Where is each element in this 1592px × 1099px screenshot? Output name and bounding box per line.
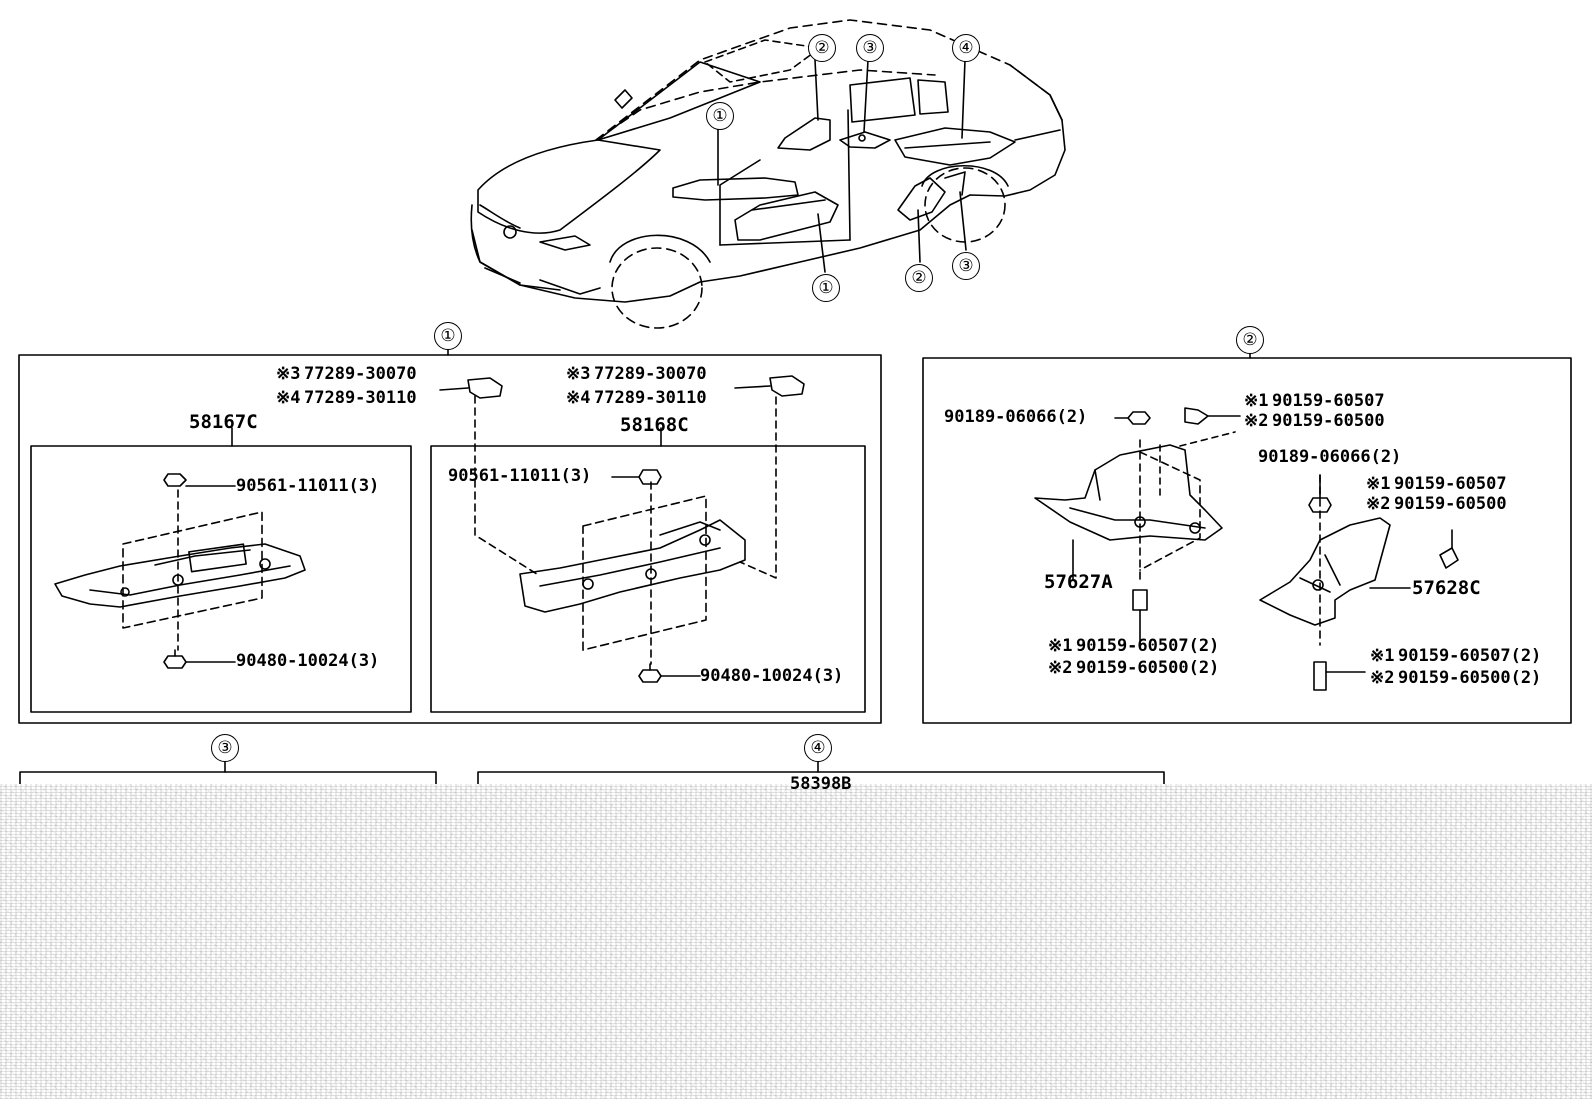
g2-bolt-b2-label: 90159-60500 — [1394, 494, 1507, 514]
g1-right-bolt-label: 90480-10024(3) — [700, 666, 844, 686]
callout-1-bottom: ① — [812, 274, 840, 302]
g2-mark1-b: ※1 — [1366, 474, 1391, 494]
group2-callout: ② — [1236, 326, 1264, 354]
group3-callout: ③ — [211, 734, 239, 762]
g1-left-bolt-label: 90480-10024(3) — [236, 651, 380, 671]
g2-left-cover-label: 57627A — [1044, 571, 1113, 593]
g1-left-clip-b: 77289-30110 — [304, 388, 417, 408]
group1-frame — [18, 344, 882, 724]
g1-right-panel-label: 58168C — [620, 414, 689, 436]
g1-right-clip-b: 77289-30110 — [594, 388, 707, 408]
g2-mark2-c: ※2 — [1048, 658, 1073, 678]
g1-right-mark-b: ※4 — [566, 388, 591, 408]
callout-2-bottom: ② — [905, 264, 933, 292]
g2-mark2-a: ※2 — [1244, 411, 1269, 431]
g1-left-mark-b: ※4 — [276, 388, 301, 408]
g1-right-mark-a: ※3 — [566, 364, 591, 384]
g2-mark2-b: ※2 — [1366, 494, 1391, 514]
g1-left-panel-label: 58167C — [189, 411, 258, 433]
g2-bolt-d2-label: 90159-60500(2) — [1398, 668, 1542, 688]
g2-bolt-a2-label: 90159-60500 — [1272, 411, 1385, 431]
g2-nut-a-label: 90189-06066(2) — [944, 407, 1088, 427]
g2-right-cover-label: 57628C — [1412, 577, 1481, 599]
g2-mark1-d: ※1 — [1370, 646, 1395, 666]
g1-right-nut-label: 90561-11011(3) — [448, 466, 592, 486]
side-covers-shape — [1034, 407, 1459, 691]
callout-3-top: ③ — [856, 34, 884, 62]
g2-bolt-b1-label: 90159-60507 — [1394, 474, 1507, 494]
callout-3-bottom: ③ — [952, 252, 980, 280]
noise-region — [0, 784, 1592, 1099]
callout-2-top: ② — [808, 34, 836, 62]
g4-partial-part-label: 58398B — [790, 774, 852, 794]
g1-left-nut-label: 90561-11011(3) — [236, 476, 380, 496]
clip-icons — [439, 375, 805, 399]
callout-4-top: ④ — [952, 34, 980, 62]
g2-mark1-a: ※1 — [1244, 391, 1269, 411]
g2-bolt-c1-label: 90159-60507(2) — [1076, 636, 1220, 656]
car-illustration — [470, 19, 1066, 329]
g2-mark1-c: ※1 — [1048, 636, 1073, 656]
group4-callout: ④ — [804, 734, 832, 762]
g1-left-clip-a: 77289-30070 — [304, 364, 417, 384]
left-floor-cover-shape — [54, 473, 306, 669]
g2-bolt-a1-label: 90159-60507 — [1272, 391, 1385, 411]
callout-1-top: ① — [706, 102, 734, 130]
g2-bolt-d1-label: 90159-60507(2) — [1398, 646, 1542, 666]
g2-mark2-d: ※2 — [1370, 668, 1395, 688]
right-floor-cover-shape — [474, 395, 777, 683]
g2-bolt-c2-label: 90159-60500(2) — [1076, 658, 1220, 678]
group1-callout: ① — [434, 322, 462, 350]
g2-nut-b-label: 90189-06066(2) — [1258, 447, 1402, 467]
g1-left-mark-a: ※3 — [276, 364, 301, 384]
g1-right-clip-a: 77289-30070 — [594, 364, 707, 384]
